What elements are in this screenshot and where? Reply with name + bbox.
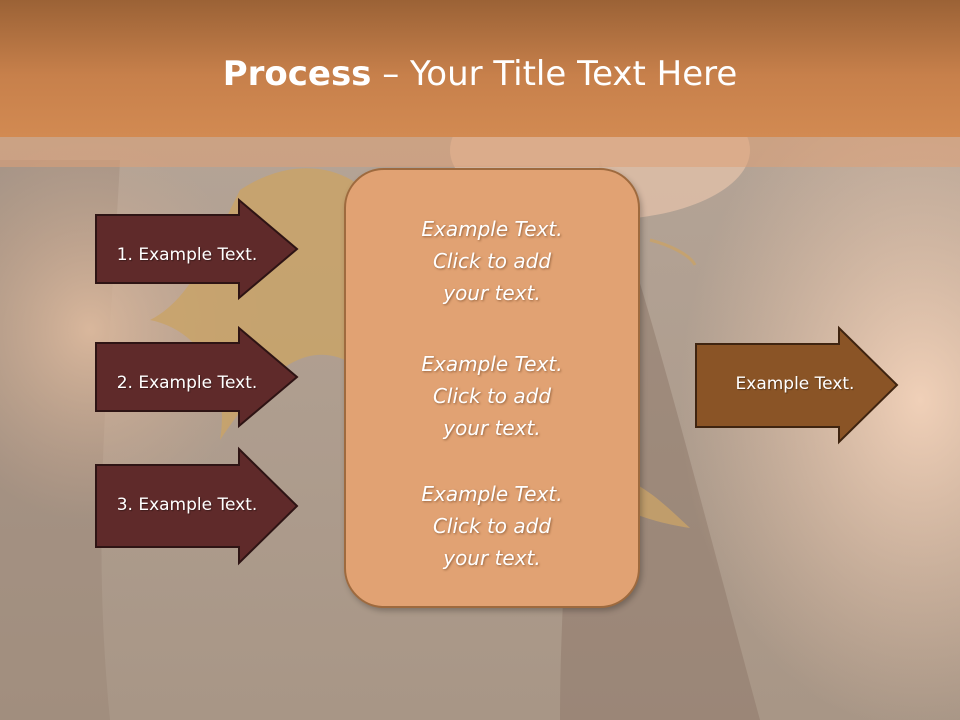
center-block-2-line-3: your text. [443, 416, 541, 440]
center-text-block-1: Example Text. Click to add your text. [344, 213, 640, 309]
title-under-band [0, 137, 960, 167]
center-block-1-line-2: Click to add [432, 249, 552, 273]
result-arrow[interactable] [695, 325, 899, 445]
title-rest: – Your Title Text Here [371, 54, 738, 94]
center-block-3-line-3: your text. [443, 546, 541, 570]
process-arrow-1-label: 1. Example Text. [116, 245, 258, 265]
center-text-block-2: Example Text. Click to add your text. [344, 348, 640, 444]
center-block-3-line-1: Example Text. [421, 482, 563, 506]
center-text-box[interactable] [344, 168, 640, 608]
title-bold: Process [222, 54, 372, 94]
title-band [0, 0, 960, 137]
center-block-1-line-3: your text. [443, 281, 541, 305]
center-block-1-line-1: Example Text. [421, 217, 563, 241]
process-arrow-3-label: 3. Example Text. [116, 495, 258, 515]
process-arrow-3[interactable] [95, 446, 299, 566]
process-arrow-1[interactable] [95, 197, 299, 301]
center-text-block-3: Example Text. Click to add your text. [344, 478, 640, 574]
result-arrow-label: Example Text. [735, 374, 855, 394]
process-arrow-2-label: 2. Example Text. [116, 373, 258, 393]
center-block-2-line-1: Example Text. [421, 352, 563, 376]
center-block-3-line-2: Click to add [432, 514, 552, 538]
slide-title: Process – Your Title Text Here [0, 52, 960, 96]
center-block-2-line-2: Click to add [432, 384, 552, 408]
process-arrow-2[interactable] [95, 325, 299, 429]
